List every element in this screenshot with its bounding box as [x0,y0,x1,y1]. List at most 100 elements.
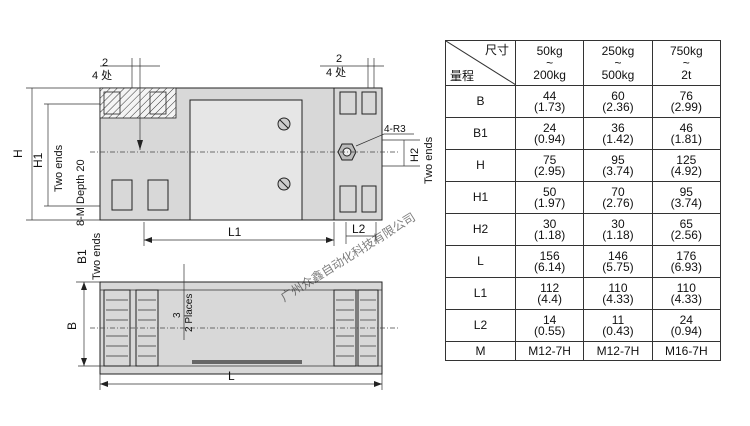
table-cell: 75(2.95) [514,149,585,182]
cell-imperial: (3.74) [670,195,702,210]
cell-imperial: (4.33) [670,291,702,306]
table-row: B 44(1.73) 60(2.36) 76(2.99) [445,85,722,118]
row-label: H2 [445,213,516,246]
thread-hole [339,91,357,115]
label-L1: L1 [228,225,242,239]
table-cell: M16-7H [651,341,722,361]
table-cell: M12-7H [583,341,653,361]
table-cell: 70(2.76) [583,181,653,214]
cell-metric: 24 [542,120,557,135]
label-two-ends-right: Two ends [423,136,435,184]
table-cell: 176(6.93) [651,245,722,278]
slot-bar [192,360,302,364]
table-cell: 125(4.92) [651,149,722,182]
table-cell: 112(4.4) [514,277,585,310]
thread-hole [361,91,377,115]
column-header-top: 750kg [669,44,703,58]
cell-metric: 30 [611,216,625,231]
row-label: B1 [445,117,516,150]
thread-hole [111,179,133,211]
label-L: L [228,369,235,383]
cell-metric: 110 [676,280,696,295]
dim-4-places-right: 4 处 [326,66,346,79]
cell-metric: 44 [542,88,557,103]
cell-imperial: (1.42) [602,131,634,146]
label-depth: 8-M Depth 20 [75,159,87,226]
cell-metric: 95 [611,152,625,167]
label-L2: L2 [352,222,366,236]
cell-metric: 76 [679,88,693,103]
row-label: H1 [445,181,516,214]
cell-imperial: (0.94) [670,323,702,338]
cell-imperial: (2.56) [670,227,702,242]
label-H2: H2 [409,148,421,162]
table-cell: 95(3.74) [651,181,722,214]
cell-metric: 125 [676,152,697,167]
screw-icon [277,177,291,191]
column-header: 50kg ~ 200kg [514,40,585,86]
column-header-bottom: 2t [681,68,692,82]
column-header-mid: ~ [614,56,622,70]
column-header-top: 250kg [601,44,635,58]
thread-hole [339,185,357,213]
table-cell: 110(4.33) [583,277,653,310]
cell-imperial: (1.81) [670,131,702,146]
cell-metric: 176 [676,248,697,263]
cell-metric: 30 [542,216,557,231]
column-header-mid: ~ [682,56,690,70]
spec-table: 尺寸 量程 50kg ~ 200kg 250kg ~ 500kg 750kg ~… [445,40,722,361]
dim-4-places-left: 4 处 [92,69,112,82]
table-cell: 14(0.55) [514,309,585,342]
cell-imperial: (2.76) [602,195,634,210]
table-cell: 30(1.18) [514,213,585,246]
cell-metric: 24 [679,312,693,327]
column-header: 750kg ~ 2t [651,40,722,86]
table-cell: 36(1.42) [583,117,653,150]
row-label: H [445,149,516,182]
cell-imperial: (6.93) [670,259,702,274]
label-2-places: 2 Places [184,294,195,332]
column-header-bottom: 500kg [601,68,635,82]
cell-metric: 65 [679,216,693,231]
cell-imperial: (0.94) [533,131,566,146]
thread-hole [147,179,169,211]
table-cell: 110(4.33) [651,277,722,310]
table-header-row: 尺寸 量程 50kg ~ 200kg 250kg ~ 500kg 750kg ~… [445,40,722,86]
cell-imperial: (1.73) [533,99,566,114]
table-cell: 60(2.36) [583,85,653,118]
cell-imperial: (2.36) [602,99,634,114]
table-row: B1 24(0.94) 36(1.42) 46(1.81) [445,117,722,150]
cell-imperial: (4.33) [602,291,634,306]
column-header-mid: ~ [546,56,554,70]
column-header: 250kg ~ 500kg [583,40,653,86]
cell-imperial: (4.92) [670,163,702,178]
table-cell: 65(2.56) [651,213,722,246]
table-cell: 156(6.14) [514,245,585,278]
table-cell: 24(0.94) [651,309,722,342]
cell-imperial: (0.55) [533,323,566,338]
label-H1: H1 [31,152,45,168]
cell-metric: 110 [608,280,628,295]
label-B1: B1 [75,249,89,264]
row-label: M [445,341,516,361]
cell-metric: 46 [679,120,693,135]
label-H: H [11,149,25,158]
label-two-ends-left: Two ends [53,144,65,192]
table-cell: 50(1.97) [514,181,585,214]
cell-imperial: (4.4) [537,291,562,306]
cell-imperial: (2.99) [670,99,702,114]
cell-metric: 50 [542,184,557,199]
cell-metric: 14 [542,312,557,327]
cell-metric: 11 [611,312,625,327]
table-cell: 11(0.43) [583,309,653,342]
cell-imperial: (1.18) [602,227,634,242]
label-4-R3: 4-R3 [384,124,406,135]
cell-imperial: (2.95) [533,163,566,178]
row-label: B [445,85,516,118]
